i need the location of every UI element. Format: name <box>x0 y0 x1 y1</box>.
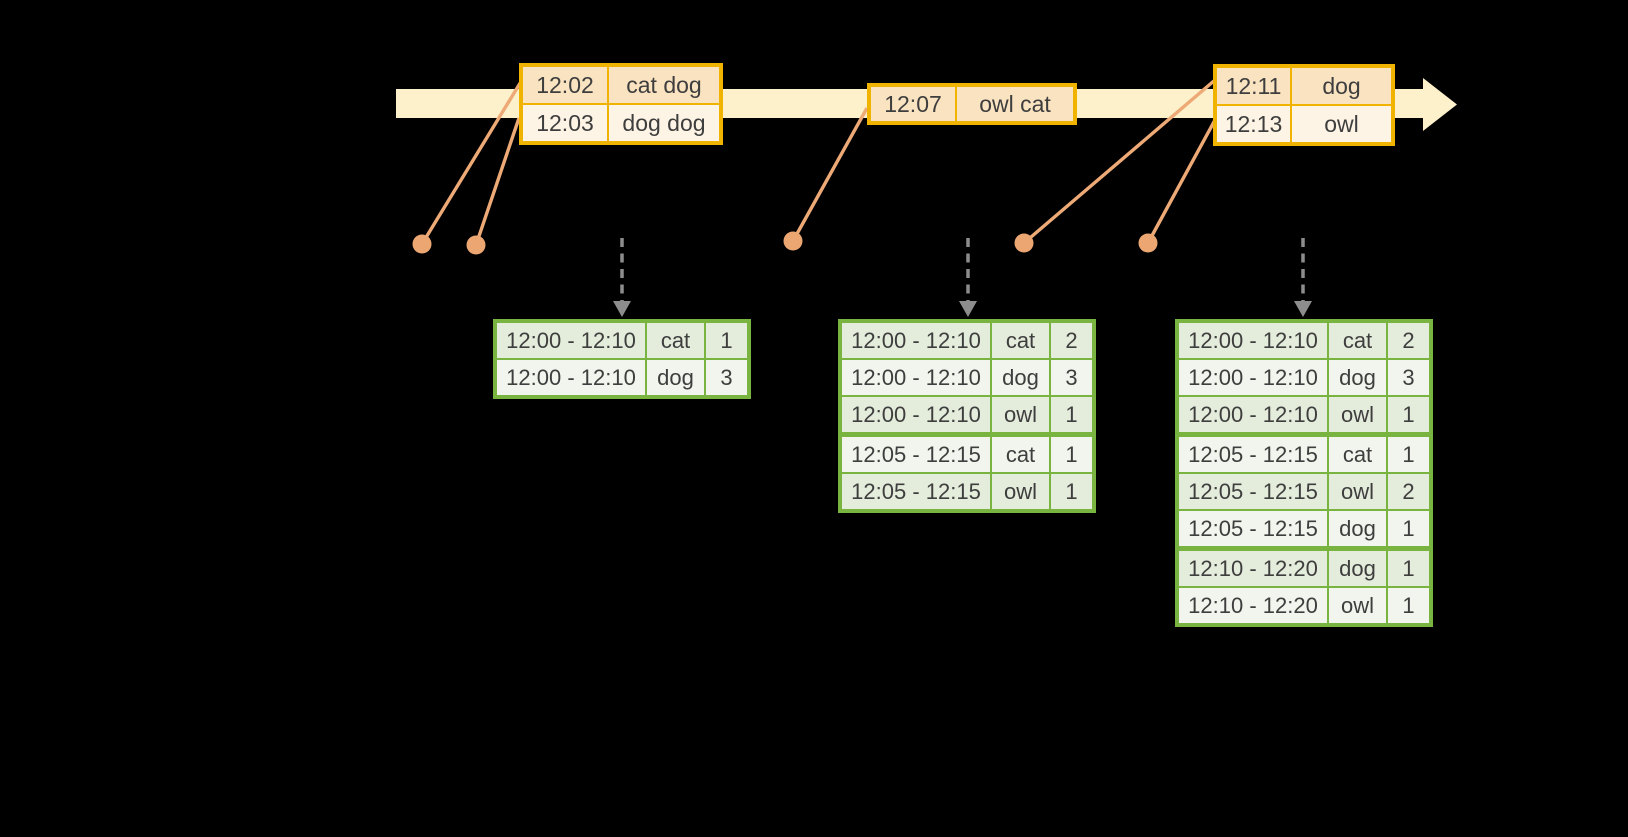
word-cell: owl <box>992 474 1049 509</box>
trigger-arrow-head-icon <box>1294 301 1312 317</box>
window-cell: 12:00 - 12:10 <box>842 360 990 395</box>
window-cell: 12:10 - 12:20 <box>1179 588 1327 623</box>
word-cell: cat <box>1329 323 1386 358</box>
word-cell: owl <box>1329 474 1386 509</box>
event-row: 12:07 owl cat <box>871 87 1073 121</box>
word-cell: dog <box>1329 551 1386 586</box>
event-table-1: 12:02 cat dog 12:03 dog dog <box>519 63 723 145</box>
window-cell: 12:00 - 12:10 <box>497 360 645 395</box>
event-words-cell: cat dog <box>609 67 719 103</box>
word-cell: cat <box>1329 437 1386 472</box>
window-cell: 12:05 - 12:15 <box>842 437 990 472</box>
count-cell: 3 <box>1051 360 1092 395</box>
result-row: 12:05 - 12:15 dog 1 <box>1179 511 1429 546</box>
event-words-cell: owl cat <box>957 87 1073 121</box>
result-row: 12:05 - 12:15 cat 1 <box>842 437 1092 472</box>
count-cell: 2 <box>1388 474 1429 509</box>
result-row: 12:00 - 12:10 owl 1 <box>1179 397 1429 432</box>
count-cell: 1 <box>1388 511 1429 546</box>
event-table-3: 12:11 dog 12:13 owl <box>1213 64 1395 146</box>
count-cell: 3 <box>1388 360 1429 395</box>
count-cell: 1 <box>1051 397 1092 432</box>
window-cell: 12:00 - 12:10 <box>842 323 990 358</box>
event-dot-icon <box>412 234 432 254</box>
connector-line <box>1146 119 1217 244</box>
event-row: 12:03 dog dog <box>523 105 719 141</box>
result-row: 12:00 - 12:10 owl 1 <box>842 397 1092 432</box>
event-row: 12:13 owl <box>1217 106 1391 142</box>
result-table-2: 12:00 - 12:10 cat 2 12:00 - 12:10 dog 3 … <box>838 319 1096 513</box>
word-cell: owl <box>1329 397 1386 432</box>
count-cell: 1 <box>1388 551 1429 586</box>
window-cell: 12:05 - 12:15 <box>1179 511 1327 546</box>
window-cell: 12:00 - 12:10 <box>1179 397 1327 432</box>
word-cell: cat <box>992 323 1049 358</box>
count-cell: 1 <box>1388 437 1429 472</box>
result-row: 12:00 - 12:10 dog 3 <box>842 360 1092 395</box>
result-row: 12:05 - 12:15 cat 1 <box>1179 437 1429 472</box>
event-dot-icon <box>1014 233 1034 253</box>
connector-line <box>474 117 521 246</box>
event-time-cell: 12:13 <box>1217 106 1290 142</box>
window-cell: 12:05 - 12:15 <box>842 474 990 509</box>
window-cell: 12:00 - 12:10 <box>842 397 990 432</box>
trigger-arrow-head-icon <box>613 301 631 317</box>
count-cell: 2 <box>1051 323 1092 358</box>
result-row: 12:10 - 12:20 owl 1 <box>1179 588 1429 623</box>
word-cell: dog <box>1329 511 1386 546</box>
word-cell: owl <box>992 397 1049 432</box>
event-time-cell: 12:07 <box>871 87 955 121</box>
count-cell: 1 <box>706 323 747 358</box>
event-row: 12:11 dog <box>1217 68 1391 104</box>
event-words-cell: dog dog <box>609 105 719 141</box>
window-cell: 12:00 - 12:10 <box>1179 323 1327 358</box>
word-cell: owl <box>1329 588 1386 623</box>
word-cell: dog <box>992 360 1049 395</box>
word-cell: dog <box>1329 360 1386 395</box>
event-dot-icon <box>466 235 486 255</box>
event-words-cell: dog <box>1292 68 1391 104</box>
result-row: 12:00 - 12:10 cat 2 <box>842 323 1092 358</box>
window-cell: 12:05 - 12:15 <box>1179 437 1327 472</box>
word-cell: dog <box>647 360 704 395</box>
count-cell: 1 <box>1388 588 1429 623</box>
result-row: 12:00 - 12:10 cat 2 <box>1179 323 1429 358</box>
timeline-arrowhead-icon <box>1423 78 1457 131</box>
result-row: 12:00 - 12:10 dog 3 <box>1179 360 1429 395</box>
window-cell: 12:00 - 12:10 <box>1179 360 1327 395</box>
window-cell: 12:00 - 12:10 <box>497 323 645 358</box>
result-table-1: 12:00 - 12:10 cat 1 12:00 - 12:10 dog 3 <box>493 319 751 399</box>
count-cell: 1 <box>1051 437 1092 472</box>
event-table-2: 12:07 owl cat <box>867 83 1077 125</box>
event-row: 12:02 cat dog <box>523 67 719 103</box>
event-time-cell: 12:11 <box>1217 68 1290 104</box>
event-words-cell: owl <box>1292 106 1391 142</box>
result-row: 12:05 - 12:15 owl 1 <box>842 474 1092 509</box>
result-row: 12:10 - 12:20 dog 1 <box>1179 551 1429 586</box>
count-cell: 1 <box>1388 397 1429 432</box>
result-row: 12:00 - 12:10 dog 3 <box>497 360 747 395</box>
result-table-3: 12:00 - 12:10 cat 2 12:00 - 12:10 dog 3 … <box>1175 319 1433 627</box>
connector-line <box>791 107 869 242</box>
result-row: 12:05 - 12:15 owl 2 <box>1179 474 1429 509</box>
word-cell: cat <box>647 323 704 358</box>
event-time-cell: 12:02 <box>523 67 607 103</box>
count-cell: 1 <box>1051 474 1092 509</box>
event-dot-icon <box>783 231 803 251</box>
window-cell: 12:10 - 12:20 <box>1179 551 1327 586</box>
count-cell: 2 <box>1388 323 1429 358</box>
event-time-cell: 12:03 <box>523 105 607 141</box>
count-cell: 3 <box>706 360 747 395</box>
event-dot-icon <box>1138 233 1158 253</box>
result-row: 12:00 - 12:10 cat 1 <box>497 323 747 358</box>
trigger-arrow-head-icon <box>959 301 977 317</box>
window-cell: 12:05 - 12:15 <box>1179 474 1327 509</box>
word-cell: cat <box>992 437 1049 472</box>
